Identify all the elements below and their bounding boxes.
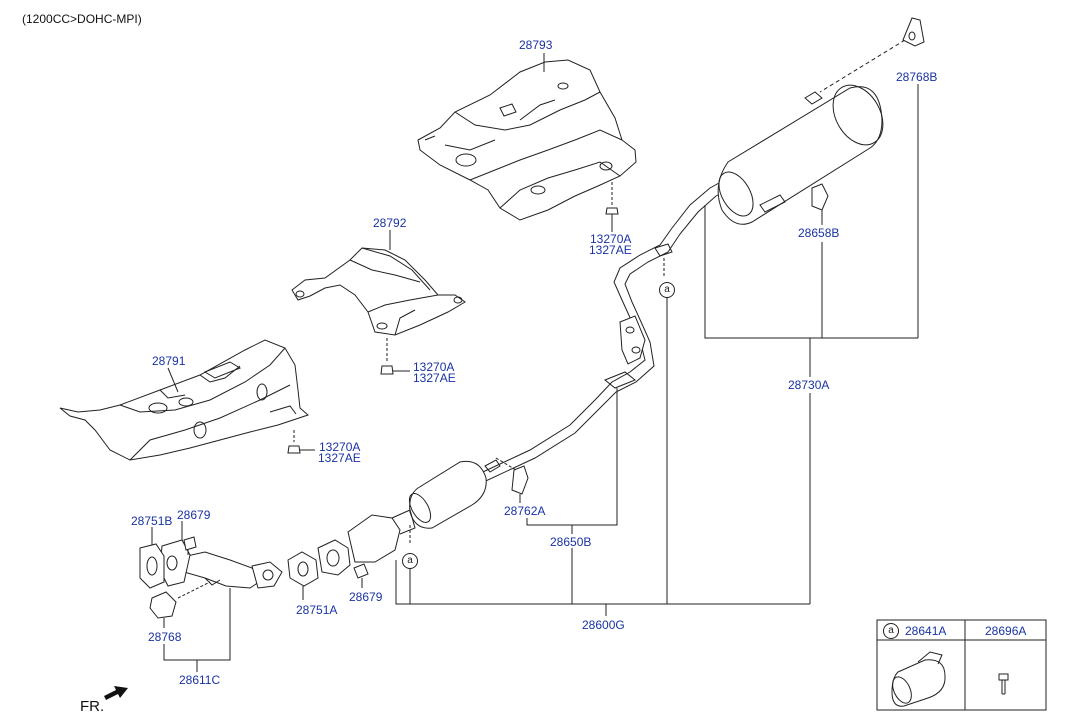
part-label-13270a-1[interactable]: 13270A	[590, 232, 632, 246]
part-label-1327ae-1[interactable]: 1327AE	[589, 243, 632, 257]
gasket-mid-shape	[287, 551, 319, 587]
part-label-28762a[interactable]: 28762A	[504, 504, 546, 518]
gasket-front-shape	[139, 543, 165, 589]
heat-protector-upper	[417, 59, 637, 221]
part-label-28679-1[interactable]: 28679	[177, 508, 211, 522]
heat-protector-lower	[59, 339, 309, 461]
part-label-28793[interactable]: 28793	[519, 38, 553, 52]
nut-mid-shape	[353, 563, 369, 579]
part-label-28768[interactable]: 28768	[148, 630, 182, 644]
ref-marker-a-upper: a	[659, 282, 675, 298]
part-label-28650b[interactable]: 28650B	[550, 535, 592, 549]
part-label-28679-2[interactable]: 28679	[349, 590, 383, 604]
heat-protector-mid	[291, 247, 466, 336]
part-label-13270a-2[interactable]: 13270A	[413, 360, 455, 374]
part-label-28768b[interactable]: 28768B	[896, 70, 938, 84]
part-label-28658b[interactable]: 28658B	[798, 226, 840, 240]
part-label-28730a[interactable]: 28730A	[788, 378, 830, 392]
center-muffler	[408, 457, 529, 529]
front-direction-label: FR.	[80, 698, 105, 715]
part-label-1327ae-3[interactable]: 1327AE	[318, 451, 361, 465]
part-label-1327ae-2[interactable]: 1327AE	[413, 371, 456, 385]
legend-box	[876, 619, 1047, 711]
legend-marker-a: a	[883, 623, 899, 639]
hanger-front-shape	[149, 591, 177, 619]
part-label-28792[interactable]: 28792	[373, 216, 407, 230]
rear-muffler	[717, 39, 906, 225]
front-direction-arrow-shape	[104, 686, 128, 700]
part-label-13270a-3[interactable]: 13270A	[319, 440, 361, 454]
part-label-28791[interactable]: 28791	[152, 354, 186, 368]
front-pipe	[159, 539, 283, 589]
part-label-28751a[interactable]: 28751A	[296, 603, 338, 617]
engine-spec-header: (1200CC>DOHC-MPI)	[22, 12, 142, 26]
part-label-28600g[interactable]: 28600G	[582, 618, 625, 632]
exhaust-pipe	[419, 177, 735, 509]
nut-front-shape	[183, 536, 197, 551]
catalytic-converter	[317, 509, 416, 576]
legend-label-28641a[interactable]: 28641A	[905, 624, 947, 638]
part-label-28751b[interactable]: 28751B	[131, 514, 173, 528]
part-label-28611c[interactable]: 28611C	[179, 673, 221, 687]
ref-marker-a-lower: a	[402, 553, 418, 569]
legend-label-28696a[interactable]: 28696A	[985, 624, 1027, 638]
